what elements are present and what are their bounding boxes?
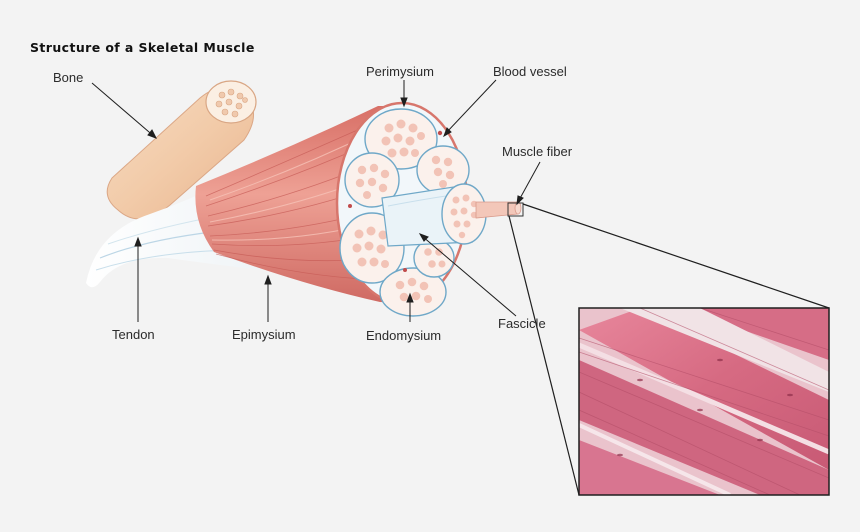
magnification-box xyxy=(507,202,524,217)
muscle-fiber xyxy=(475,201,524,219)
label-epimysium: Epimysium xyxy=(232,327,296,342)
label-perimysium: Perimysium xyxy=(366,64,434,79)
fascicle-tube xyxy=(381,183,487,247)
label-tendon: Tendon xyxy=(112,327,155,342)
label-endomysium: Endomysium xyxy=(366,328,442,343)
label-blood-vessel: Blood vessel xyxy=(493,64,567,79)
fascicle-section xyxy=(379,267,447,317)
label-muscle-fiber: Muscle fiber xyxy=(502,144,573,159)
bone-shape xyxy=(106,80,257,220)
cross-section xyxy=(335,101,470,317)
micrograph xyxy=(578,307,830,496)
label-fascicle: Fascicle xyxy=(498,316,546,331)
diagram-title: Structure of a Skeletal Muscle xyxy=(30,40,255,55)
label-bone: Bone xyxy=(53,70,84,85)
leader-lines xyxy=(91,79,541,322)
magnification-lines xyxy=(508,203,830,496)
